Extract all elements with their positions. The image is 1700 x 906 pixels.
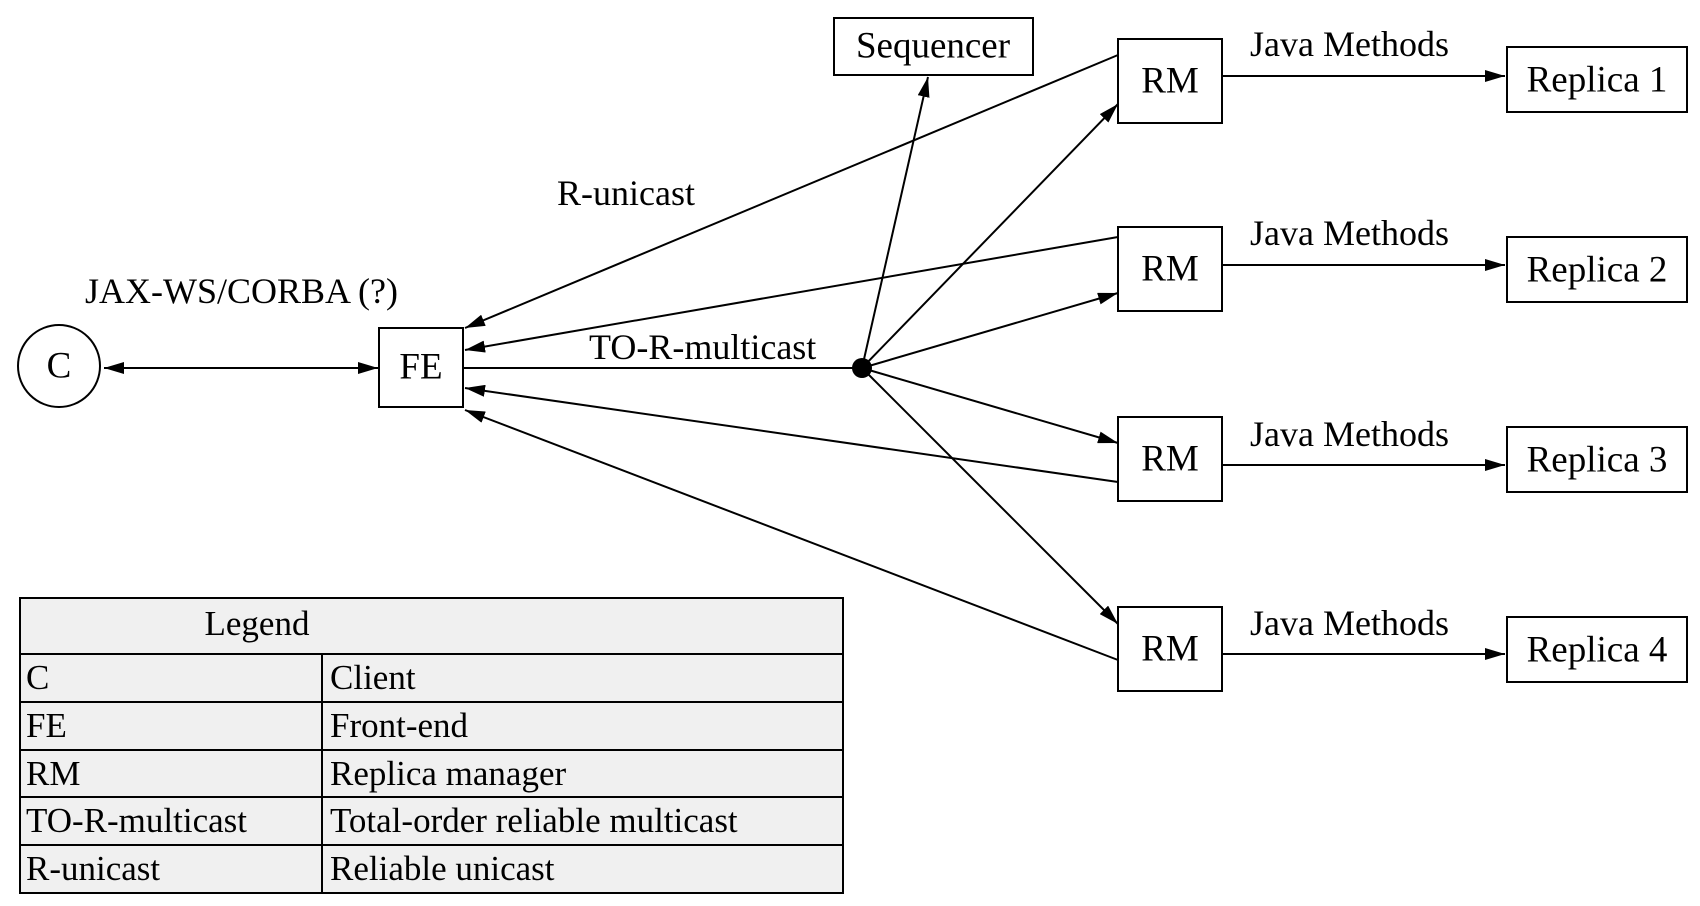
edge-multicast-rm-3 — [861, 367, 1119, 444]
legend-row-abbr: FE — [26, 706, 67, 745]
edge-multicast-sequencer — [861, 76, 930, 369]
edge-multicast-rm-4 — [861, 367, 1119, 625]
legend-row-meaning: Total-order reliable multicast — [330, 801, 738, 840]
legend-row-abbr: R-unicast — [26, 849, 160, 888]
multicast-junction-dot — [852, 358, 872, 378]
replica-node-4-label: Replica 4 — [1527, 630, 1668, 671]
rm-node-2-label: RM — [1141, 249, 1199, 290]
legend-table: Legend C Client FE Front-end RM Replica … — [19, 597, 844, 894]
to-r-multicast-label: TO-R-multicast — [589, 327, 816, 367]
replica-node-1-label: Replica 1 — [1527, 60, 1668, 101]
edge-rm-1-fe — [464, 54, 1119, 329]
edge-multicast-rm-1 — [861, 103, 1119, 369]
client-node: C — [17, 324, 101, 408]
legend-row-abbr: TO-R-multicast — [26, 801, 247, 840]
rm-node-3: RM — [1117, 416, 1223, 502]
java-methods-label-4: Java Methods — [1250, 603, 1449, 643]
legend-row-meaning: Reliable unicast — [330, 849, 555, 888]
sequencer-node: Sequencer — [833, 17, 1034, 76]
legend-row-abbr: RM — [26, 754, 80, 793]
edge-rm-4-fe — [464, 409, 1119, 661]
rm-node-4: RM — [1117, 606, 1223, 692]
nodes: C FE Sequencer RM RM RM RM — [17, 17, 1688, 692]
legend-row: RM Replica manager — [26, 754, 566, 793]
java-methods-label-2: Java Methods — [1250, 213, 1449, 253]
r-unicast-label: R-unicast — [557, 173, 695, 213]
legend-row-meaning: Front-end — [330, 706, 469, 745]
legend-row-meaning: Replica manager — [330, 754, 566, 793]
rm-node-3-label: RM — [1141, 439, 1199, 480]
replica-node-3: Replica 3 — [1506, 426, 1688, 493]
legend-row-abbr: C — [26, 658, 49, 697]
rm-node-1-label: RM — [1141, 61, 1199, 102]
edges — [104, 54, 1505, 661]
edge-multicast-rm-2 — [861, 292, 1119, 369]
java-methods-label-1: Java Methods — [1250, 24, 1449, 64]
edge-labels: JAX-WS/CORBA (?) R-unicast TO-R-multicas… — [85, 24, 1449, 643]
front-end-node-label: FE — [399, 347, 442, 388]
java-methods-label-3: Java Methods — [1250, 414, 1449, 454]
legend-row: C Client — [26, 658, 416, 697]
edge-rm-3-fe — [464, 384, 1119, 483]
legend-row-meaning: Client — [330, 658, 416, 697]
legend-row: FE Front-end — [26, 706, 469, 745]
replica-node-2-label: Replica 2 — [1527, 250, 1668, 291]
replica-node-1: Replica 1 — [1506, 46, 1688, 113]
client-fe-protocol-label: JAX-WS/CORBA (?) — [85, 271, 398, 311]
sequencer-node-label: Sequencer — [856, 26, 1010, 67]
legend-title: Legend — [205, 604, 310, 643]
replica-node-4: Replica 4 — [1506, 616, 1688, 683]
rm-node-1: RM — [1117, 38, 1223, 124]
rm-node-4-label: RM — [1141, 629, 1199, 670]
edge-rm-2-fe — [464, 236, 1119, 353]
legend-row: TO-R-multicast Total-order reliable mult… — [26, 801, 738, 840]
replica-node-2: Replica 2 — [1506, 236, 1688, 303]
front-end-node: FE — [378, 327, 464, 408]
rm-node-2: RM — [1117, 226, 1223, 312]
replica-node-3-label: Replica 3 — [1527, 440, 1668, 481]
client-node-label: C — [47, 346, 72, 387]
legend-row: R-unicast Reliable unicast — [26, 849, 555, 888]
